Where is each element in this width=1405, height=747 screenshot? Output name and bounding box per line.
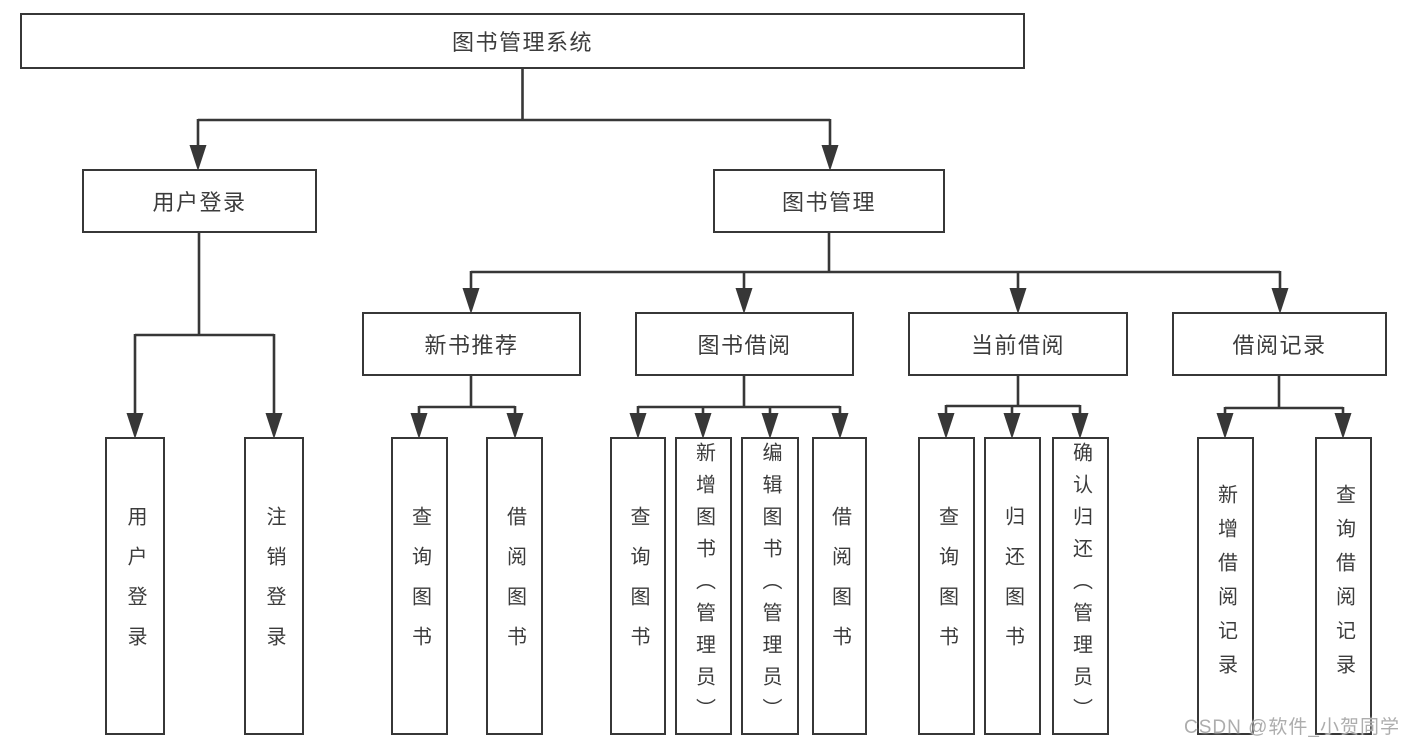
leaf-borrow-books: 借阅图书: [812, 437, 867, 735]
node-user-login-label: 用户登录: [152, 190, 247, 215]
node-new-book-recommend-label: 新书推荐: [424, 333, 519, 358]
csdn-watermark: CSDN @软件_小贺同学: [1184, 717, 1400, 738]
leaf-query-books-current: 查询图书: [918, 437, 975, 735]
leaf-edit-books-admin: 编辑图书（管理员）: [741, 437, 799, 735]
leaf-edit-books-admin-label: 编辑图书（管理员）: [759, 442, 781, 730]
node-root: 图书管理系统: [20, 13, 1025, 69]
leaf-logout: 注销登录: [244, 437, 304, 735]
node-book-borrowing: 图书借阅: [635, 312, 854, 376]
leaf-query-books-borrowing: 查询图书: [610, 437, 666, 735]
node-new-book-recommend: 新书推荐: [362, 312, 581, 376]
node-book-borrowing-label: 图书借阅: [697, 333, 792, 358]
node-borrowing-records: 借阅记录: [1172, 312, 1387, 376]
leaf-borrow-books-recommend-label: 借阅图书: [503, 506, 526, 666]
leaf-query-books-borrowing-label: 查询图书: [627, 506, 649, 666]
leaf-add-books-admin-label: 新增图书（管理员）: [692, 442, 715, 730]
node-root-label: 图书管理系统: [451, 30, 593, 55]
node-current-borrowing-label: 当前借阅: [970, 333, 1065, 358]
node-borrowing-records-label: 借阅记录: [1232, 333, 1327, 358]
leaf-user-login: 用户登录: [105, 437, 165, 735]
leaf-borrow-books-recommend: 借阅图书: [486, 437, 543, 735]
node-book-management-label: 图书管理: [781, 190, 876, 215]
leaf-add-books-admin: 新增图书（管理员）: [675, 437, 732, 735]
leaf-user-login-label: 用户登录: [124, 506, 146, 666]
leaf-add-borrow-record-label: 新增借阅记录: [1214, 484, 1237, 688]
leaf-confirm-return-admin: 确认归还（管理员）: [1052, 437, 1109, 735]
leaf-borrow-books-label: 借阅图书: [828, 506, 851, 666]
leaf-query-books-current-label: 查询图书: [935, 506, 958, 666]
leaf-query-borrow-record-label: 查询借阅记录: [1332, 484, 1355, 688]
leaf-query-books-recommend: 查询图书: [391, 437, 448, 735]
node-user-login: 用户登录: [82, 169, 317, 233]
leaf-query-borrow-record: 查询借阅记录: [1315, 437, 1372, 735]
node-book-management: 图书管理: [713, 169, 945, 233]
leaf-confirm-return-admin-label: 确认归还（管理员）: [1069, 442, 1092, 730]
node-current-borrowing: 当前借阅: [908, 312, 1128, 376]
leaf-logout-label: 注销登录: [263, 506, 285, 666]
leaf-return-books-label: 归还图书: [1001, 506, 1024, 666]
leaf-query-books-recommend-label: 查询图书: [408, 506, 431, 666]
leaf-add-borrow-record: 新增借阅记录: [1197, 437, 1254, 735]
leaf-return-books: 归还图书: [984, 437, 1041, 735]
